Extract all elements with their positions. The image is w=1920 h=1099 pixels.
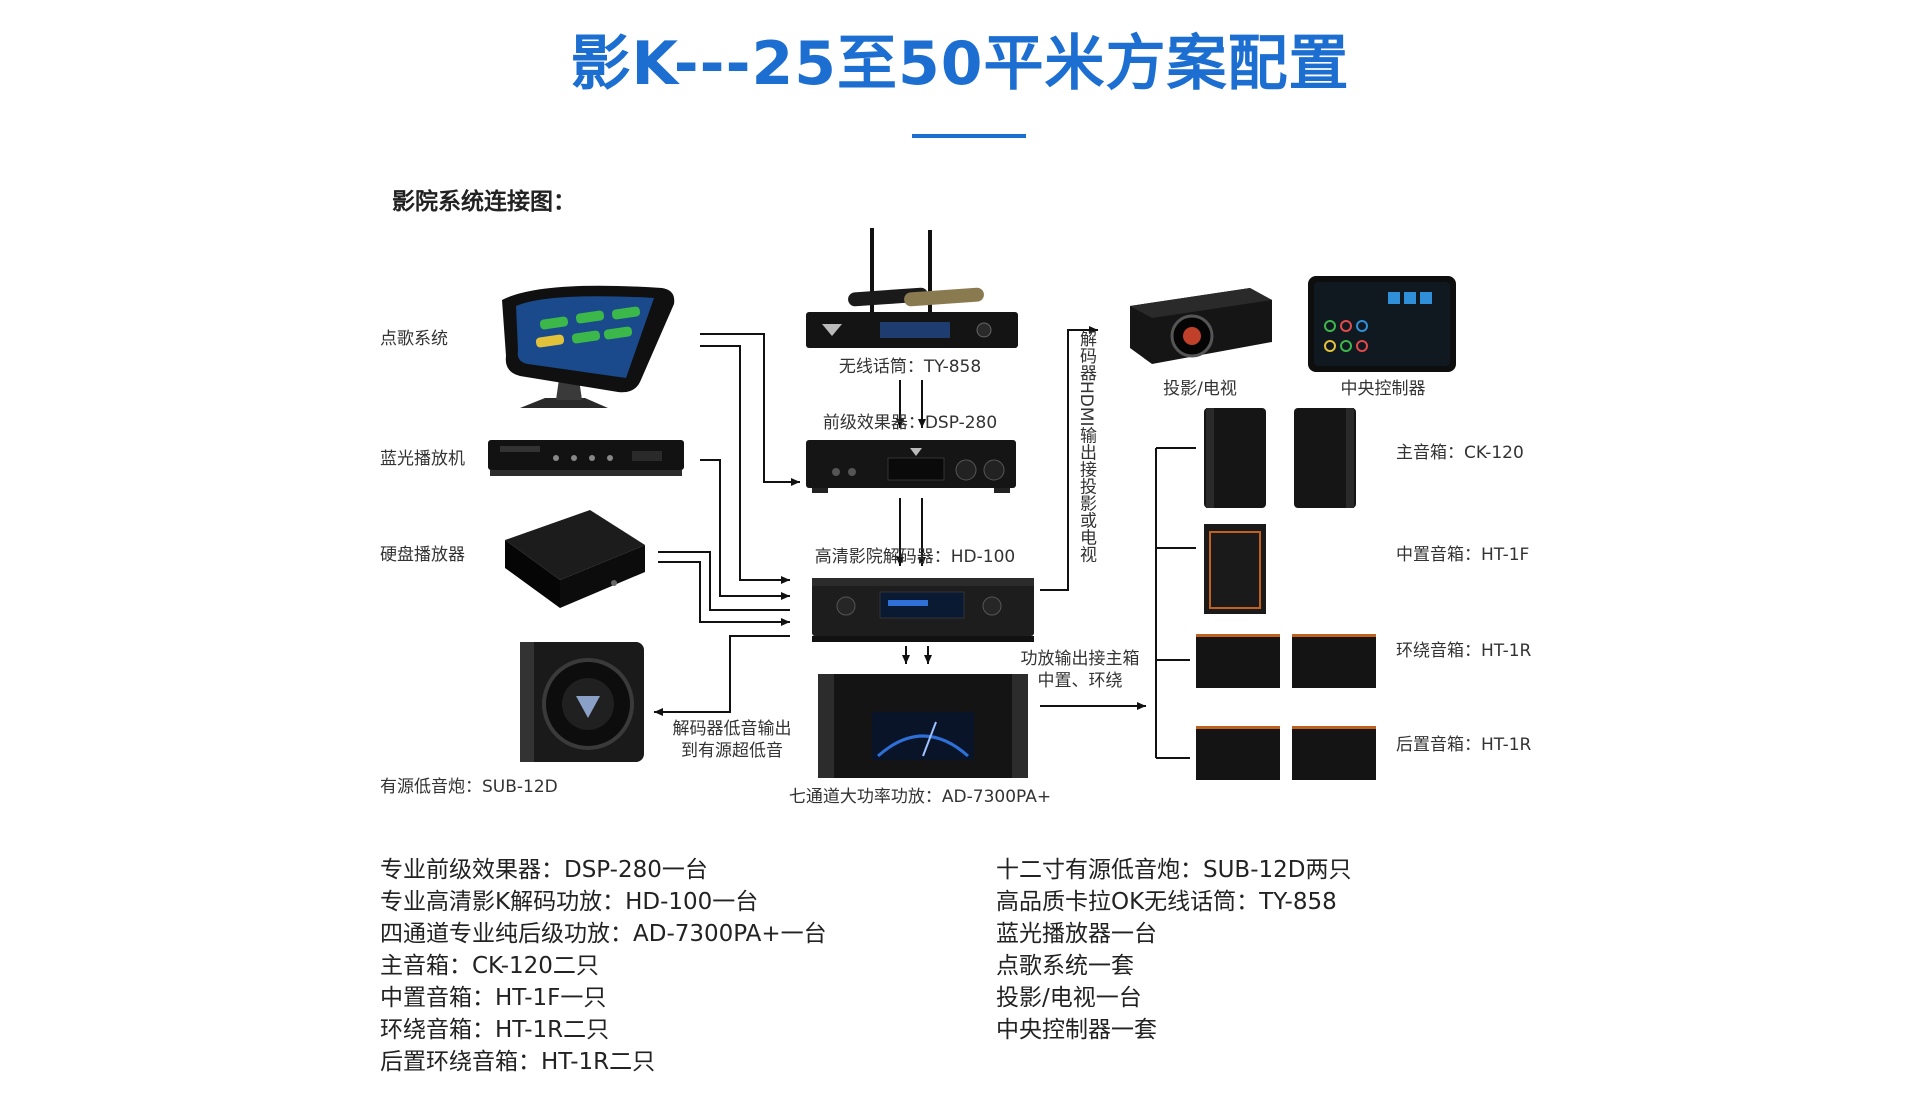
sub-annotation-line1: 解码器低音输出 [672, 719, 792, 739]
hdmi-annotation: 解码器HDMI输出接投影或电视 [1076, 330, 1096, 563]
decoder-icon [812, 578, 1034, 642]
config-item: 蓝光播放器一台 [996, 921, 1157, 947]
config-item: 主音箱：CK-120二只 [380, 953, 599, 979]
subwoofer-icon [520, 642, 644, 762]
sub-annotation-line2: 到有源超低音 [681, 741, 783, 761]
wireless-mic-icon [806, 228, 1018, 348]
hdd-player-label: 硬盘播放器 [380, 545, 465, 565]
main-speaker-icon [1204, 408, 1356, 508]
config-item: 环绕音箱：HT-1R二只 [380, 1017, 610, 1043]
config-item: 投影/电视一台 [996, 985, 1142, 1011]
config-item: 中置音箱：HT-1F一只 [380, 985, 607, 1011]
wireless-mic-label: 无线话筒：TY-858 [838, 357, 982, 377]
jukebox-label: 点歌系统 [380, 329, 448, 349]
decoder-label: 高清影院解码器：HD-100 [814, 547, 1016, 567]
rear-speaker-label: 后置音箱：HT-1R [1396, 735, 1532, 755]
config-item: 四通道专业纯后级功放：AD-7300PA+一台 [380, 921, 827, 947]
projector-label: 投影/电视 [1163, 379, 1237, 399]
config-item: 专业高清影K解码功放：HD-100一台 [380, 889, 759, 915]
config-list-right: 十二寸有源低音炮：SUB-12D两只 高品质卡拉OK无线话筒：TY-858 蓝光… [996, 854, 1352, 1046]
surround-speaker-label: 环绕音箱：HT-1R [1396, 641, 1532, 661]
preamp-label: 前级效果器：DSP-280 [822, 413, 998, 433]
config-list-left: 专业前级效果器：DSP-280一台 专业高清影K解码功放：HD-100一台 四通… [380, 854, 827, 1078]
center-speaker-icon [1204, 524, 1266, 614]
config-item: 十二寸有源低音炮：SUB-12D两只 [996, 857, 1352, 883]
bluray-label: 蓝光播放机 [380, 449, 465, 469]
page-title: 影K---25至50平米方案配置 [570, 29, 1350, 99]
controller-label: 中央控制器 [1340, 379, 1426, 399]
surround-speaker-icon [1196, 634, 1376, 688]
jukebox-icon [502, 285, 675, 408]
amplifier-label: 七通道大功率功放：AD-7300PA+ [788, 787, 1052, 807]
main-speaker-label: 主音箱：CK-120 [1396, 443, 1524, 463]
config-item: 专业前级效果器：DSP-280一台 [380, 857, 708, 883]
projector-icon [1130, 288, 1272, 364]
controller-icon [1308, 276, 1456, 372]
config-item: 中央控制器一套 [996, 1017, 1157, 1043]
center-speaker-label: 中置音箱：HT-1F [1396, 545, 1530, 565]
amp-annotation-line2: 中置、环绕 [1037, 671, 1123, 691]
preamp-icon [806, 440, 1016, 493]
amp-annotation-line1: 功放输出接主箱 [1020, 649, 1140, 669]
config-item: 点歌系统一套 [996, 953, 1134, 979]
config-item: 高品质卡拉OK无线话筒：TY-858 [996, 889, 1337, 915]
subwoofer-label: 有源低音炮：SUB-12D [380, 777, 558, 797]
rear-speaker-icon [1196, 726, 1376, 780]
hdd-player-icon [505, 510, 645, 608]
amplifier-icon [818, 674, 1028, 778]
title-underline [912, 134, 1026, 138]
config-item: 后置环绕音箱：HT-1R二只 [380, 1049, 656, 1075]
bluray-player-icon [488, 440, 684, 476]
section-title: 影院系统连接图： [392, 189, 576, 215]
